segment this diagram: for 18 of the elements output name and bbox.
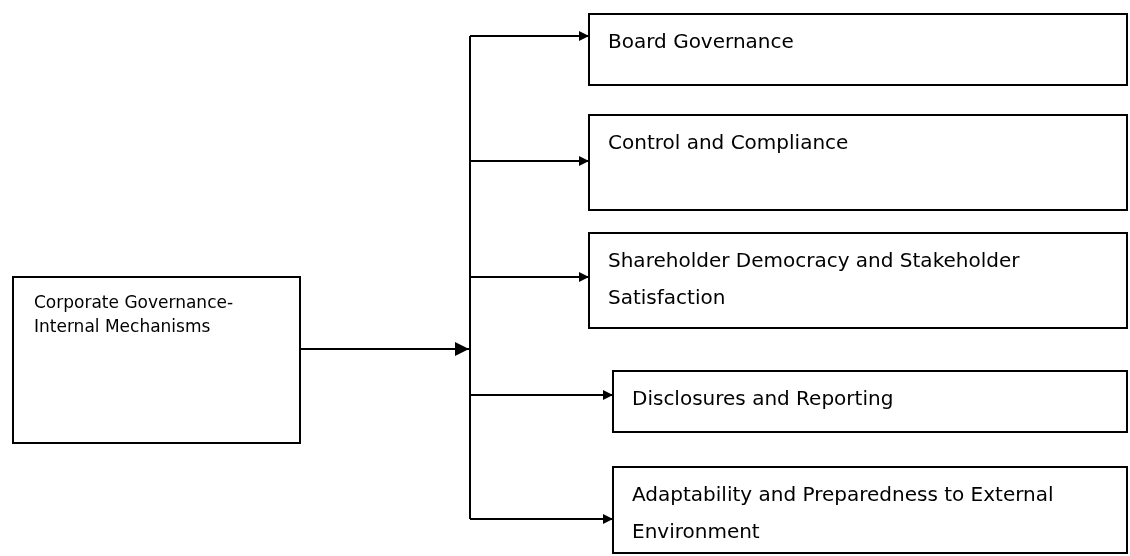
category-box	[612, 370, 1128, 433]
source-box	[12, 276, 301, 444]
arrow	[469, 390, 613, 400]
category-box	[588, 232, 1128, 329]
category-box	[588, 13, 1128, 86]
arrow	[469, 514, 613, 524]
connector-trunk	[300, 35, 471, 520]
category-box	[588, 114, 1128, 211]
box-label: Disclosures and Reporting	[632, 385, 895, 412]
box-label: Adaptability and Preparedness to External Environment	[632, 481, 1055, 545]
arrow	[469, 156, 589, 166]
box-label: Board Governance	[608, 28, 795, 55]
arrow	[469, 31, 589, 41]
box-label: Shareholder Democracy and Stakeholder Satisfaction	[608, 247, 1021, 311]
category-box	[612, 466, 1128, 554]
box-label: Corporate Governance- Internal Mechanisms	[34, 291, 235, 338]
arrow	[469, 272, 589, 282]
box-label: Control and Compliance	[608, 129, 850, 156]
